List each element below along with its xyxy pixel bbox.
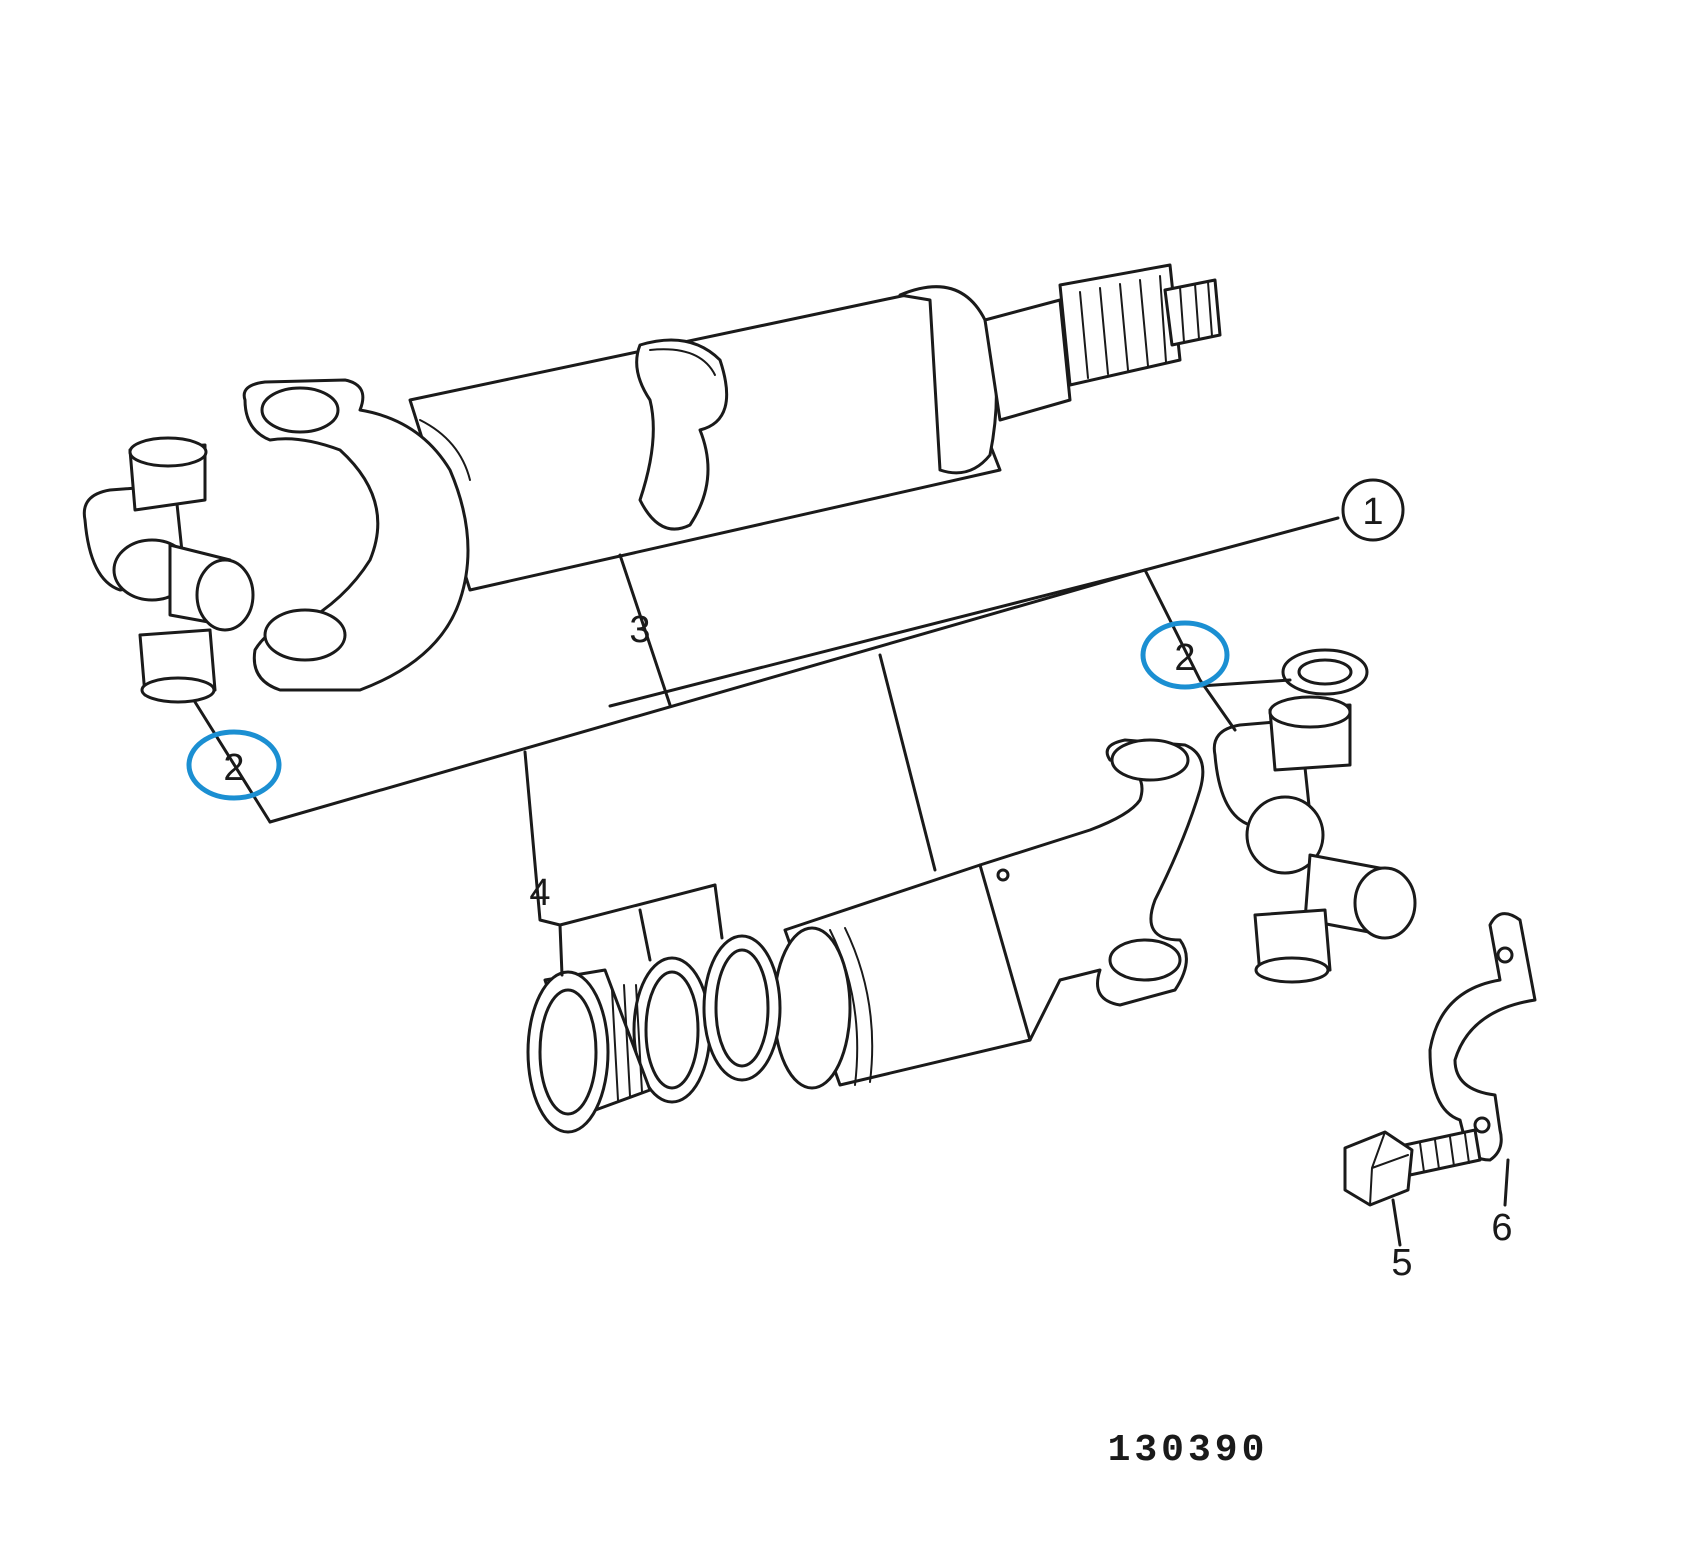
slip-yoke <box>772 738 1205 1090</box>
callout-3-label: 3 <box>629 609 650 651</box>
callout-4-label: 4 <box>529 872 550 914</box>
figure-id: 130390 <box>1108 1429 1269 1472</box>
callout-1-label: 1 <box>1362 491 1383 533</box>
callout-2-right: 2 <box>1140 620 1230 690</box>
callout-2-right-highlight <box>1140 620 1230 690</box>
callout-2-left-highlight <box>186 729 282 801</box>
left-universal-joint-cross <box>82 436 255 704</box>
callout-5-label: 5 <box>1391 1242 1412 1284</box>
clamp-bracket <box>1428 912 1537 1162</box>
main-drive-shaft <box>242 263 1222 692</box>
snap-ring <box>1281 648 1369 696</box>
callout-6-label: 6 <box>1491 1207 1512 1249</box>
callout-2-left: 2 <box>186 729 282 801</box>
knurled-nut <box>526 968 652 1134</box>
callout-1: 1 <box>1341 478 1405 542</box>
callout-2-right-label: 2 <box>1174 637 1195 679</box>
leader-lines <box>193 516 1510 1247</box>
hex-bolt <box>1343 1128 1482 1207</box>
seal-washer-set <box>632 934 782 1104</box>
callout-2-left-label: 2 <box>223 747 244 789</box>
right-universal-joint-cross <box>1212 695 1417 984</box>
